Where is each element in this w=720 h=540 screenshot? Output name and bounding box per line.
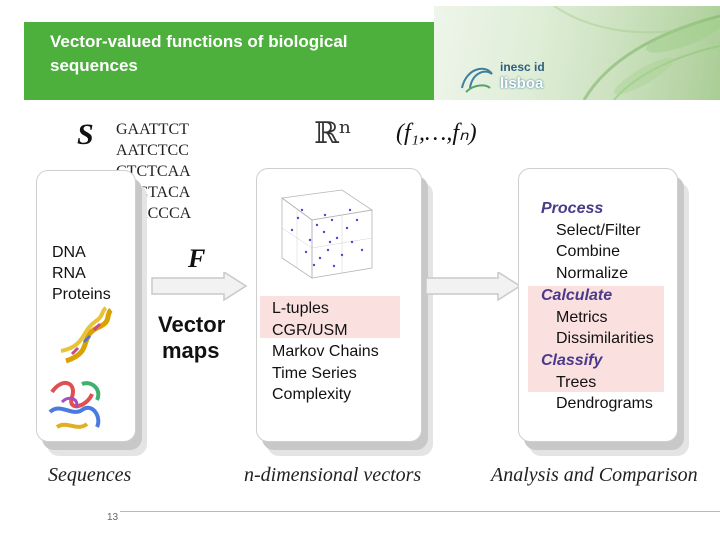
footer-rule [120,511,720,512]
analysis-arrow-icon [425,272,522,302]
map-symbol: F [188,244,206,273]
vectors-caption: n-dimensional vectors [244,464,422,486]
method-item: L-tuples [272,300,329,317]
method-item: Complexity [272,386,352,403]
set-symbol: S [77,118,94,151]
leaf-banner [434,6,720,100]
type-proteins: Proteins [52,286,111,303]
space-symbol: ℝⁿ [314,116,352,151]
3d-scatter-plot [280,189,374,279]
group-item: Combine [556,243,621,261]
group-heading-calculate: Calculate [541,286,613,304]
protein-structure-icon [48,381,101,429]
group-item: Dissimilarities [556,330,654,348]
leaf-decoration [553,6,720,100]
inesc-logo: inesc id lisboa [456,58,566,98]
vector-maps-label: Vector maps [158,312,225,364]
group-item: Dendrograms [556,395,653,413]
dna-helix-icon [60,306,113,364]
vector-maps-line1: Vector [158,312,226,337]
methods-highlight [260,296,400,338]
sequence-types: DNA RNA Proteins [52,242,111,305]
sequences-caption: Sequences [48,464,132,486]
sequences-card [36,170,136,442]
analysis-caption: Analysis and Comparison [491,464,698,486]
analysis-highlight [528,286,664,392]
vector-maps-line2: maps [162,338,220,363]
group-heading-classify: Classify [541,351,603,369]
group-item: Metrics [556,308,608,326]
methods-list: L-tuples CGR/USM Markov Chains Time Seri… [272,298,379,406]
logo-bottom-text: lisboa [500,75,544,92]
type-dna: DNA [52,244,86,261]
method-item: Markov Chains [272,343,379,360]
page-number: 13 [107,512,119,523]
sequence-line: GAATTCT [116,121,189,138]
group-item: Normalize [556,265,629,283]
method-item: CGR/USM [272,321,348,339]
analysis-list: Process Select/Filter Combine Normalize … [541,198,654,415]
group-item: Trees [556,373,597,391]
type-rna: RNA [52,265,86,282]
title-bar [24,22,434,100]
method-item: Time Series [272,364,357,382]
slide-title: Vector-valued functions of biological se… [50,32,348,75]
group-heading-process: Process [541,200,604,217]
group-item: Select/Filter [556,221,641,239]
function-tuple: (f₁,…,fₙ) [396,120,477,146]
sequence-line: AATCTCC [116,142,189,159]
logo-swirl-icon [461,67,493,93]
map-arrow-icon [151,272,248,302]
logo-top-text: inesc id [500,60,545,74]
